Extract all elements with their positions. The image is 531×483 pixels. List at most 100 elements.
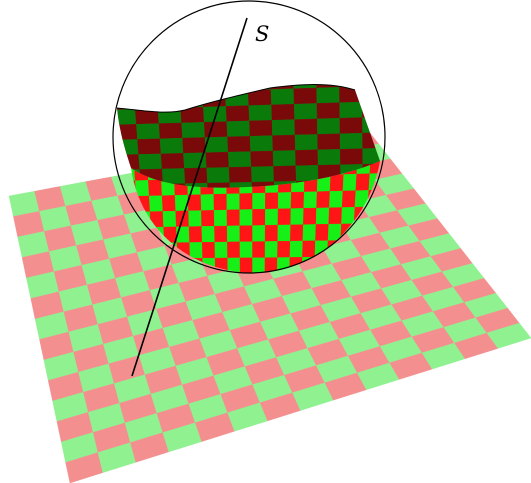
inner-tile bbox=[117, 139, 139, 156]
inner-tile bbox=[271, 119, 296, 136]
rim-tile bbox=[227, 257, 241, 273]
rim-tile bbox=[329, 174, 344, 192]
rim-tile bbox=[148, 195, 164, 212]
rim-tile bbox=[369, 161, 380, 174]
inner-tile bbox=[271, 103, 295, 121]
rim-tile bbox=[239, 209, 253, 227]
rim-tile bbox=[252, 241, 266, 259]
rim-tile bbox=[315, 223, 329, 242]
rim-tile bbox=[302, 240, 316, 258]
rim-tile bbox=[176, 226, 190, 243]
bowl-inner-edge bbox=[116, 84, 356, 113]
inner-tile bbox=[361, 84, 380, 87]
inner-tile bbox=[132, 84, 158, 95]
inner-tile bbox=[316, 102, 341, 120]
inner-tile bbox=[339, 148, 363, 166]
inner-tile bbox=[161, 168, 186, 185]
inner-tile bbox=[293, 87, 318, 105]
inner-tile bbox=[248, 104, 273, 122]
rim-tile bbox=[188, 226, 203, 243]
rim-tile bbox=[277, 208, 292, 226]
rim-tile bbox=[252, 257, 266, 273]
rim-tile bbox=[264, 224, 279, 242]
rim-tile bbox=[341, 206, 356, 225]
inner-tile bbox=[251, 166, 275, 183]
rim-tile bbox=[161, 195, 176, 212]
rim-tile bbox=[239, 225, 253, 243]
inner-tile bbox=[117, 154, 141, 171]
rim-tile bbox=[264, 208, 279, 226]
inner-tile bbox=[250, 150, 274, 168]
point-label-s: S bbox=[255, 22, 269, 46]
inner-tile bbox=[178, 84, 203, 93]
inner-tile bbox=[227, 151, 252, 168]
rim-tile bbox=[226, 209, 241, 227]
rim-tile bbox=[148, 179, 163, 197]
inner-tile bbox=[362, 116, 380, 134]
plane-tile bbox=[486, 322, 531, 349]
inner-tile bbox=[207, 182, 231, 188]
rim-tile bbox=[239, 193, 253, 210]
inner-tile bbox=[205, 151, 230, 169]
inner-tile bbox=[158, 122, 183, 140]
rim-tile bbox=[303, 207, 317, 225]
inner-tile bbox=[339, 132, 363, 150]
rim-tile bbox=[342, 173, 357, 192]
rim-tile bbox=[214, 225, 228, 243]
rim-tile bbox=[226, 193, 240, 211]
rim-tile bbox=[264, 241, 278, 258]
inner-tile bbox=[226, 120, 251, 138]
inner-tile bbox=[295, 165, 319, 182]
rim-tile bbox=[213, 193, 228, 211]
inner-tile bbox=[136, 123, 161, 140]
inner-tile bbox=[293, 103, 318, 120]
rim-tile bbox=[227, 241, 241, 259]
inner-tile bbox=[270, 88, 295, 106]
rim-tile bbox=[265, 192, 279, 210]
inner-tile bbox=[247, 84, 272, 91]
inner-tile bbox=[133, 93, 159, 110]
inner-tile bbox=[249, 120, 273, 137]
inner-tile bbox=[272, 134, 296, 152]
rim-tile bbox=[201, 225, 216, 243]
inner-tile bbox=[361, 85, 380, 103]
rim-tile bbox=[213, 209, 228, 227]
inner-tile bbox=[228, 166, 253, 183]
rim-tile bbox=[239, 241, 253, 259]
rim-tile bbox=[226, 225, 241, 243]
rim-tile bbox=[264, 257, 278, 273]
rim-tile bbox=[329, 190, 344, 209]
inner-tile bbox=[339, 101, 363, 119]
inner-tile bbox=[317, 149, 341, 166]
inner-tile bbox=[339, 117, 363, 135]
inner-tile bbox=[201, 84, 226, 93]
rim-tile bbox=[290, 208, 304, 226]
sphere-outline bbox=[112, 0, 386, 274]
inner-tile bbox=[249, 135, 274, 152]
inner-tile bbox=[203, 121, 228, 138]
inner-tile bbox=[157, 107, 182, 124]
rim-tile bbox=[252, 192, 266, 210]
rim-tile bbox=[201, 210, 215, 227]
rim-tile bbox=[277, 240, 291, 258]
rim-tile bbox=[189, 242, 203, 259]
rim-tile bbox=[303, 191, 318, 209]
inner-tile bbox=[159, 137, 184, 155]
inner-tile bbox=[294, 134, 319, 151]
projection-line bbox=[131, 17, 248, 377]
inner-tile bbox=[293, 84, 317, 89]
inner-tile bbox=[229, 181, 253, 188]
rim-tile bbox=[290, 191, 305, 209]
inner-tile bbox=[206, 167, 230, 184]
rim-tile bbox=[277, 192, 292, 210]
inner-tile bbox=[338, 84, 363, 88]
rim-tile bbox=[200, 194, 215, 211]
rim-tile bbox=[162, 210, 177, 228]
rim-tile bbox=[290, 224, 304, 242]
inner-tile bbox=[316, 117, 341, 135]
inner-tile bbox=[180, 106, 205, 124]
inner-tile bbox=[272, 150, 297, 167]
rim-tile bbox=[277, 224, 291, 242]
inner-tile bbox=[294, 118, 318, 136]
inner-tile bbox=[138, 153, 163, 170]
